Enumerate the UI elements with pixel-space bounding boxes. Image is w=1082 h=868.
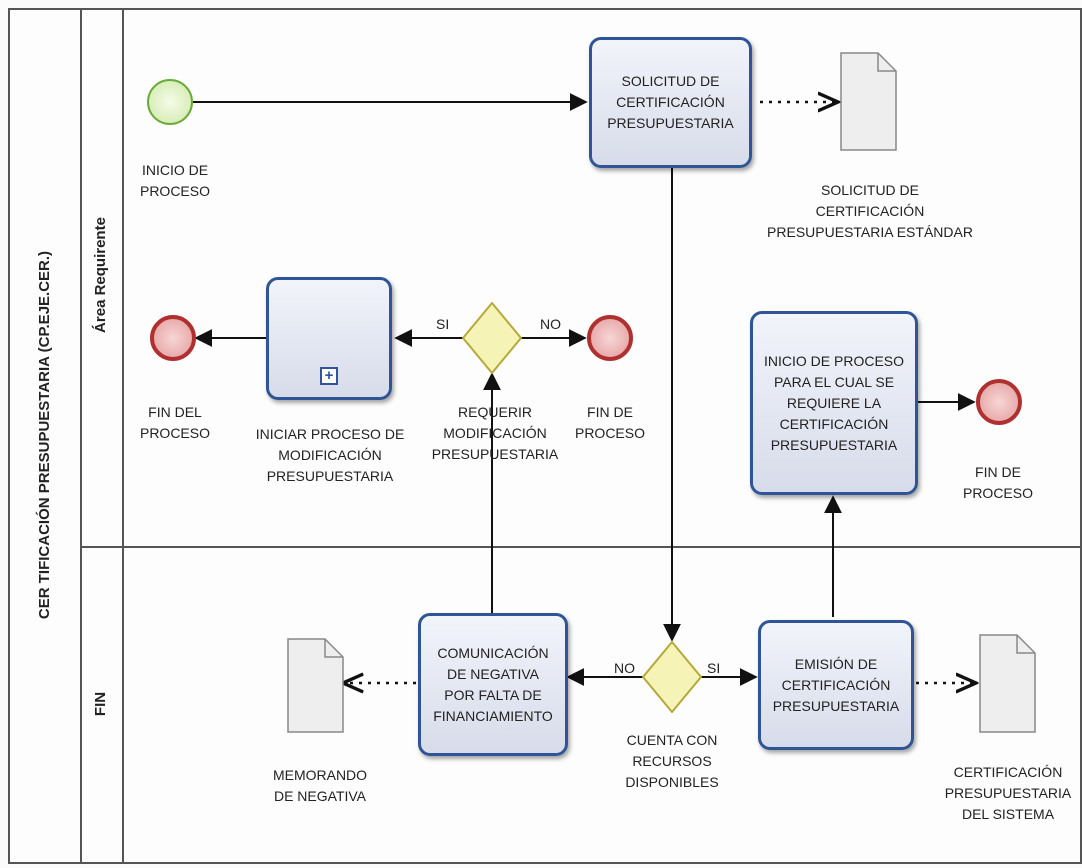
lane-divider — [80, 546, 1080, 548]
pool-header-divider — [80, 8, 82, 862]
task-comunicacion: COMUNICACIÓN DE NEGATIVA POR FALTA DE FI… — [418, 613, 568, 756]
end-event-left — [150, 315, 196, 361]
start-event — [147, 79, 193, 125]
task-comunicacion-label: COMUNICACIÓN DE NEGATIVA POR FALTA DE FI… — [433, 644, 553, 724]
task-inicio-proceso: INICIO DE PROCESO PARA EL CUAL SE REQUIE… — [750, 311, 918, 495]
gateway-requerir-yes-label: SI — [436, 316, 450, 332]
start-event-label: INICIO DE PROCESO — [139, 162, 210, 199]
document-solicitud-icon — [840, 52, 897, 151]
task-iniciar-modificacion-label: INICIAR PROCESO DE MODIFICACIÓN PRESUPUE… — [255, 426, 405, 484]
end-event-right-label: FIN DE PROCESO — [962, 464, 1033, 501]
subprocess-plus-icon: + — [320, 367, 338, 385]
task-inicio-proceso-label: INICIO DE PROCESO PARA EL CUAL SE REQUIE… — [763, 352, 905, 453]
document-certificacion-label: CERTIFICACIÓN PRESUPUESTARIA DEL SISTEMA — [944, 764, 1072, 822]
gateway-requerir-no-label: NO — [540, 316, 561, 332]
gateway-requerir-label: REQUERIR MODIFICACIÓN PRESUPUESTARIA — [431, 404, 559, 462]
gateway-cuenta — [642, 641, 702, 713]
task-emision-label: EMISIÓN DE CERTIFICACIÓN PRESUPUESTARIA — [772, 655, 900, 714]
gateway-cuenta-label: CUENTA CON RECURSOS DISPONIBLES — [625, 732, 719, 790]
document-solicitud-label: SOLICITUD DE CERTIFICACIÓN PRESUPUESTARI… — [767, 182, 973, 240]
gateway-cuenta-no-label: NO — [614, 660, 635, 676]
document-certificacion-icon — [979, 634, 1036, 733]
task-solicitud: SOLICITUD DE CERTIFICACIÓN PRESUPUESTARI… — [589, 37, 752, 168]
task-emision: EMISIÓN DE CERTIFICACIÓN PRESUPUESTARIA — [758, 620, 914, 750]
document-memorando-icon — [287, 638, 344, 733]
document-memorando-label: MEMORANDO DE NEGATIVA — [272, 767, 368, 804]
task-solicitud-label: SOLICITUD DE CERTIFICACIÓN PRESUPUESTARI… — [607, 73, 734, 131]
lane-header-divider — [122, 8, 124, 862]
task-iniciar-modificacion: + — [266, 277, 392, 400]
gateway-cuenta-yes-label: SI — [707, 660, 721, 676]
gateway-requerir — [462, 302, 522, 374]
end-event-right — [976, 379, 1022, 425]
end-event-left-label: FIN DEL PROCESO — [139, 404, 210, 441]
end-event-middle-label: FIN DE PROCESO — [574, 404, 645, 441]
end-event-middle — [587, 315, 633, 361]
